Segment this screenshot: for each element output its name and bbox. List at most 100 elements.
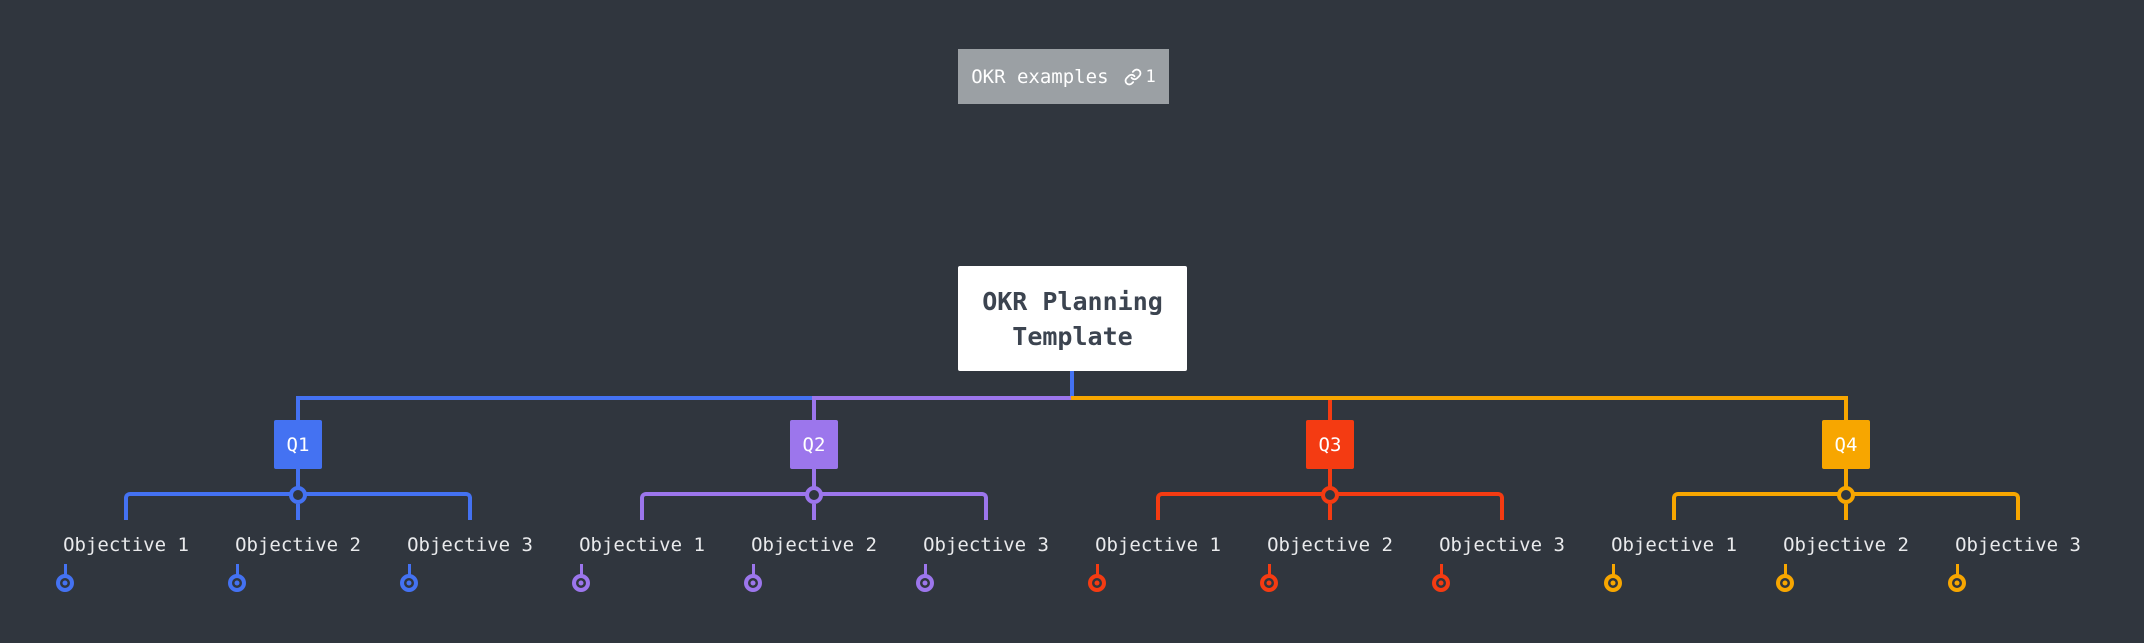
bullet-stem	[1440, 564, 1443, 575]
connector-drop-q3	[1328, 400, 1332, 420]
branch-junction-ring[interactable]	[805, 486, 823, 504]
connector-drop-q4	[1844, 400, 1848, 420]
objective-node: Objective 3	[1932, 533, 2104, 610]
node-bullet-icon[interactable]	[1948, 564, 1966, 592]
connector-drop-q2	[812, 400, 816, 420]
bullet-ring	[228, 574, 246, 592]
bullet-dot	[406, 580, 412, 586]
bullet-ring	[56, 574, 74, 592]
bullet-stem	[580, 564, 583, 575]
quarter-group-q2: Q2 Objective 1 Objective 2 Obje	[556, 420, 1072, 610]
bullet-stem	[1268, 564, 1271, 575]
node-bullet-icon[interactable]	[916, 564, 934, 592]
bullet-dot	[62, 580, 68, 586]
connector-bar-q2	[812, 396, 1071, 400]
objective-label[interactable]: Objective 2	[1783, 534, 1909, 556]
bullet-dot	[1954, 580, 1960, 586]
bullet-stem	[924, 564, 927, 575]
link-icon	[1124, 68, 1142, 86]
bullet-stem	[64, 564, 67, 575]
objective-node: Objective 3	[1416, 533, 1588, 610]
objective-label[interactable]: Objective 3	[923, 534, 1049, 556]
connector-line	[1844, 469, 1848, 492]
bullet-dot	[1094, 580, 1100, 586]
root-node[interactable]: OKR Planning Template	[958, 266, 1187, 371]
bullet-ring	[1260, 574, 1278, 592]
connector-root-stem	[1070, 371, 1074, 396]
node-bullet-icon[interactable]	[1088, 564, 1106, 592]
connector-drop-q1	[296, 400, 300, 420]
connector-bar-q4	[1071, 396, 1848, 400]
node-bullet-icon[interactable]	[1432, 564, 1450, 592]
node-bullet-icon[interactable]	[400, 564, 418, 592]
connector-bar-q1	[296, 396, 812, 400]
objective-node: Objective 1	[1588, 533, 1760, 610]
node-bullet-icon[interactable]	[572, 564, 590, 592]
objective-node: Objective 2	[728, 533, 900, 610]
quarter-node-q1[interactable]: Q1	[274, 420, 322, 469]
bullet-ring	[1776, 574, 1794, 592]
objective-label[interactable]: Objective 1	[579, 534, 705, 556]
bullet-dot	[1438, 580, 1444, 586]
quarter-node-q2[interactable]: Q2	[790, 420, 838, 469]
quarter-node-label: Q4	[1834, 433, 1858, 456]
connector-line	[1328, 469, 1332, 492]
branch-junction-ring[interactable]	[289, 486, 307, 504]
bullet-stem	[752, 564, 755, 575]
objective-node: Objective 3	[384, 533, 556, 610]
quarter-node-q4[interactable]: Q4	[1822, 420, 1870, 469]
quarter-group-q1: Q1 Objective 1 Objective 2 Obje	[40, 420, 556, 610]
bullet-dot	[750, 580, 756, 586]
bullet-dot	[1266, 580, 1272, 586]
objective-label[interactable]: Objective 3	[1439, 534, 1565, 556]
bullet-ring	[400, 574, 418, 592]
objective-label[interactable]: Objective 2	[1267, 534, 1393, 556]
connector-line	[812, 469, 816, 492]
objective-label[interactable]: Objective 2	[751, 534, 877, 556]
objective-label[interactable]: Objective 1	[1611, 534, 1737, 556]
bullet-ring	[1088, 574, 1106, 592]
quarter-node-q3[interactable]: Q3	[1306, 420, 1354, 469]
bullet-stem	[1956, 564, 1959, 575]
link-count: 1	[1145, 66, 1156, 87]
connector-line	[1328, 504, 1332, 520]
bullet-dot	[578, 580, 584, 586]
objective-label[interactable]: Objective 2	[235, 534, 361, 556]
quarter-node-label: Q2	[802, 433, 826, 456]
node-bullet-icon[interactable]	[1776, 564, 1794, 592]
bullet-stem	[1784, 564, 1787, 575]
node-bullet-icon[interactable]	[56, 564, 74, 592]
file-badge-label: OKR examples	[971, 65, 1109, 88]
file-badge[interactable]: OKR examples 1	[958, 49, 1169, 104]
connector-line	[296, 504, 300, 520]
objective-node: Objective 2	[212, 533, 384, 610]
objective-label[interactable]: Objective 3	[407, 534, 533, 556]
connector-line	[812, 504, 816, 520]
node-bullet-icon[interactable]	[228, 564, 246, 592]
node-bullet-icon[interactable]	[744, 564, 762, 592]
bullet-ring	[1432, 574, 1450, 592]
bullet-stem	[1096, 564, 1099, 575]
objective-label[interactable]: Objective 1	[63, 534, 189, 556]
bullet-dot	[234, 580, 240, 586]
node-bullet-icon[interactable]	[1604, 564, 1622, 592]
quarter-node-label: Q3	[1318, 433, 1342, 456]
branch-junction-ring[interactable]	[1837, 486, 1855, 504]
connector-line	[296, 469, 300, 492]
node-bullet-icon[interactable]	[1260, 564, 1278, 592]
connector-line	[1844, 504, 1848, 520]
bullet-stem	[408, 564, 411, 575]
bullet-ring	[1948, 574, 1966, 592]
objective-label[interactable]: Objective 1	[1095, 534, 1221, 556]
root-node-label: OKR Planning Template	[982, 286, 1163, 351]
objective-node: Objective 3	[900, 533, 1072, 610]
bullet-ring	[1604, 574, 1622, 592]
bullet-ring	[744, 574, 762, 592]
bullet-dot	[1610, 580, 1616, 586]
bullet-stem	[1612, 564, 1615, 575]
objective-node: Objective 1	[40, 533, 212, 610]
branch-junction-ring[interactable]	[1321, 486, 1339, 504]
bullet-dot	[922, 580, 928, 586]
objective-label[interactable]: Objective 3	[1955, 534, 2081, 556]
